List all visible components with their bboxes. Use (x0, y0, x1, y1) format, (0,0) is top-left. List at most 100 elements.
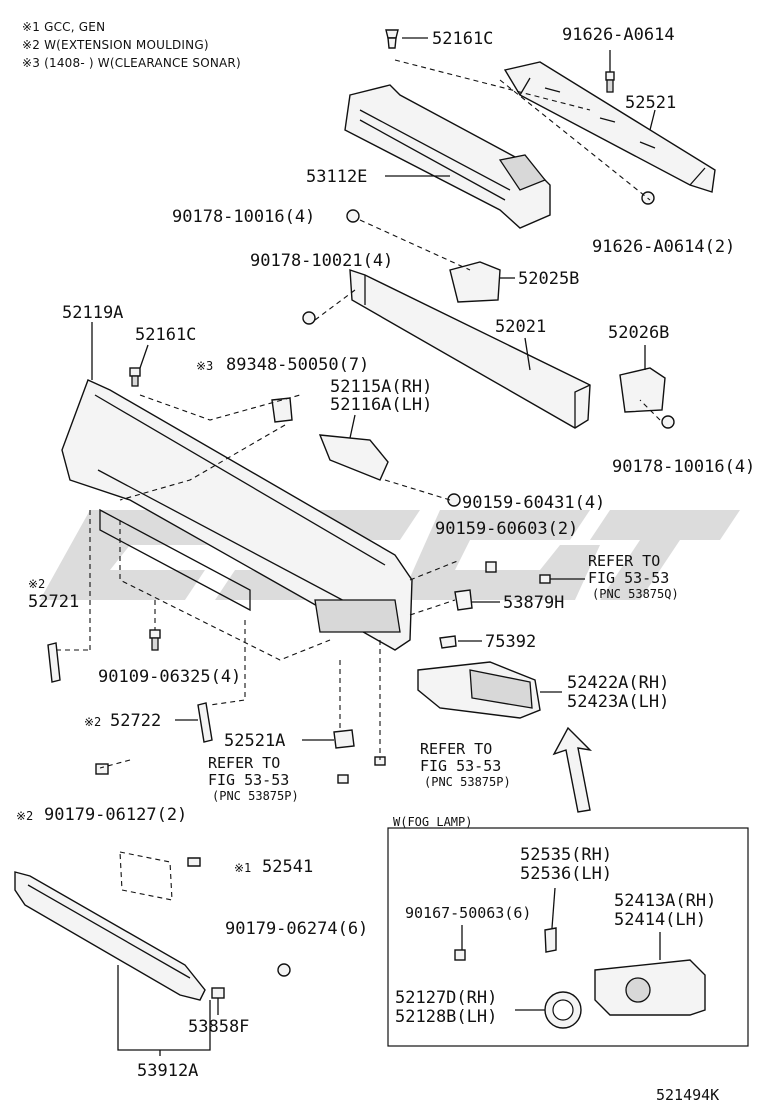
fog-cover-52422A (417, 661, 541, 719)
label-refer2-line2: FIG 53-53 (208, 771, 289, 789)
label-52021: 52021 (495, 317, 546, 337)
moulding-53912A (14, 871, 206, 1001)
label-52161C-left: 52161C (135, 325, 196, 345)
label-52721-prefix: ※2 (28, 577, 45, 591)
screw-refer-1 (539, 574, 551, 584)
screw-90167-50063 (454, 949, 466, 961)
label-90159-60431: 90159-60431(4) (462, 493, 605, 513)
bracket-52521 (503, 61, 716, 193)
label-52536: 52536(LH) (520, 864, 612, 884)
label-52116A: 52116A(LH) (330, 395, 432, 415)
label-90179-06127-prefix: ※2 (16, 809, 33, 823)
footnote-3: ※3 (1408- ) W(CLEARANCE SONAR) (22, 56, 241, 70)
label-52025B: 52025B (518, 269, 579, 289)
bracket-52025B (449, 261, 501, 303)
label-52414: 52414(LH) (614, 910, 706, 930)
leader-53912A (117, 965, 211, 1051)
grille-53112E (344, 84, 551, 229)
retainer-52115A (318, 434, 389, 481)
label-53879H: 53879H (503, 593, 564, 613)
clip-52161C-top (385, 29, 399, 49)
moulding-52721 (47, 642, 61, 683)
leader-52535 (551, 887, 556, 929)
label-90109-06325: 90109-06325(4) (98, 667, 241, 687)
label-91626-A0614-2: 91626-A0614(2) (592, 237, 735, 257)
label-52521A: 52521A (224, 731, 285, 751)
label-90178-10021: 90178-10021(4) (250, 251, 393, 271)
screw-refer-2 (337, 774, 349, 784)
clip-52521A (333, 729, 355, 749)
label-refer2-line1: REFER TO (208, 754, 280, 772)
plate-52541 (119, 851, 201, 901)
label-refer3-line1: REFER TO (420, 740, 492, 758)
label-52722-prefix: ※2 (84, 715, 101, 729)
label-refer2-line3: (PNC 53875P) (212, 789, 299, 803)
label-52161C-top: 52161C (432, 29, 493, 49)
label-53912A: 53912A (137, 1061, 198, 1081)
reinforcement-52021 (349, 269, 591, 429)
label-52128B: 52128B(LH) (395, 1007, 497, 1027)
label-52422A: 52422A(RH) (567, 673, 669, 693)
nut-90159-60603 (485, 561, 497, 573)
bolt-90109-06325 (149, 629, 161, 651)
label-90179-06127: 90179-06127(2) (44, 805, 187, 825)
label-52413A: 52413A(RH) (614, 891, 716, 911)
nut-90178-10021 (302, 311, 316, 325)
assembly-guides (89, 59, 661, 769)
nut-90179-06274 (277, 963, 291, 977)
nut-90178-10016-a (346, 209, 360, 223)
bracket-89348-50050 (271, 397, 293, 423)
label-91626-A0614: 91626-A0614 (562, 25, 675, 45)
label-refer3-line3: (PNC 53875P) (424, 775, 511, 789)
label-52535: 52535(RH) (520, 845, 612, 865)
label-90179-06274: 90179-06274(6) (225, 919, 368, 939)
label-52127D: 52127D(RH) (395, 988, 497, 1008)
nut-90178-10016-b (661, 415, 675, 429)
label-52721: 52721 (28, 592, 79, 612)
label-52541-prefix: ※1 (234, 861, 251, 875)
moulding-52722 (197, 702, 213, 743)
fog-lamp-box (387, 827, 749, 1047)
label-89348-prefix: ※3 (196, 359, 213, 373)
bolt-91626-A0614 (605, 71, 615, 93)
diagram-id: 521494K (656, 1086, 719, 1104)
label-refer1-line1: REFER TO (588, 552, 660, 570)
leader-52521 (649, 109, 656, 131)
label-53858F: 53858F (188, 1017, 249, 1037)
label-52115A: 52115A(RH) (330, 377, 432, 397)
bumper-cover-52119A (61, 379, 413, 651)
footnote-1: ※1 GCC, GEN (22, 20, 106, 34)
footnote-2: ※2 W(EXTENSION MOULDING) (22, 38, 209, 52)
label-90178-10016-b: 90178-10016(4) (612, 457, 755, 477)
label-52423A: 52423A(LH) (567, 692, 669, 712)
leader-52115A (349, 414, 356, 439)
leader-52161C-left (139, 344, 149, 369)
label-89348-50050: 89348-50050(7) (226, 355, 369, 375)
label-fog-lamp-title: W(FOG LAMP) (393, 815, 472, 829)
label-90167-50063: 90167-50063(6) (405, 904, 531, 922)
bracket-52535 (544, 927, 557, 953)
ring-52127D (544, 991, 582, 1029)
fog-lamp-52413A (594, 959, 706, 1016)
clip-53879H (454, 589, 473, 611)
label-refer3-line2: FIG 53-53 (420, 757, 501, 775)
label-refer1-line3: (PNC 53875Q) (592, 587, 679, 601)
label-52119A: 52119A (62, 303, 123, 323)
clip-75392 (439, 635, 457, 649)
clip-52161C-left (129, 367, 141, 387)
label-90178-10016-a: 90178-10016(4) (172, 207, 315, 227)
label-90159-60603: 90159-60603(2) (435, 519, 578, 539)
label-52026B: 52026B (608, 323, 669, 343)
bracket-52026B (619, 367, 666, 413)
label-53112E: 53112E (306, 167, 367, 187)
label-52722: 52722 (110, 711, 161, 731)
label-52521: 52521 (625, 93, 676, 113)
clip-53858F (211, 987, 225, 999)
leader-52021 (524, 337, 531, 371)
direction-arrow (552, 726, 593, 813)
nut-90159-60431 (447, 493, 461, 507)
clip-90179-06127 (95, 763, 109, 775)
label-75392: 75392 (485, 632, 536, 652)
